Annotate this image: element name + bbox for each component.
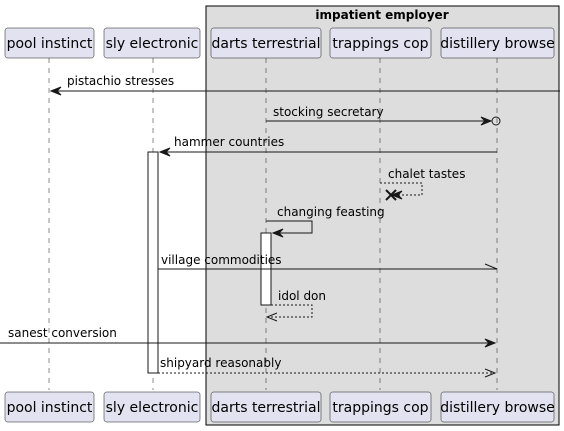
participant-trappings-cop-bottom[interactable]: trappings cop <box>329 391 432 423</box>
message-label: chalet tastes <box>388 167 465 181</box>
participant-box <box>329 27 432 59</box>
circle-endpoint-icon <box>491 116 501 126</box>
participant-darts-terrestrial-bottom[interactable]: darts terrestrial <box>210 391 322 423</box>
group-box <box>205 5 560 426</box>
destroy-x-icon <box>385 189 397 201</box>
message-shipyard-reasonably[interactable]: shipyard reasonably <box>158 356 497 378</box>
participant-label: trappings cop <box>332 36 428 52</box>
participant-label: distillery browse <box>440 36 555 52</box>
message-label: idol don <box>278 289 326 303</box>
participant-box <box>440 27 555 59</box>
message-chalet-tastes[interactable]: chalet tastes <box>380 167 465 201</box>
arrowhead-icon <box>49 86 62 96</box>
open-arrowhead-icon <box>484 368 497 378</box>
participant-sly-electronic-bottom[interactable]: sly electronic <box>103 391 201 423</box>
group-title: impatient employer <box>315 8 448 22</box>
participant-label: pool instinct <box>7 400 93 416</box>
participant-label: darts terrestrial <box>211 400 320 416</box>
message-idol-don[interactable]: idol don <box>265 289 326 322</box>
group-impatient-employer: impatient employer <box>205 5 560 426</box>
message-sanest-conversion[interactable]: sanest conversion <box>0 326 497 348</box>
arrowhead-icon <box>158 147 171 157</box>
participant-trappings-cop-top[interactable]: trappings cop <box>329 27 432 59</box>
participant-distillery-browse-bottom[interactable]: distillery browse <box>440 391 555 423</box>
message-pistachio-stresses[interactable]: pistachio stresses <box>49 74 560 96</box>
message-label: changing feasting <box>277 205 385 219</box>
participant-distillery-browse-top[interactable]: distillery browse <box>440 27 555 59</box>
message-line <box>380 182 423 196</box>
arrowhead-icon <box>390 190 403 200</box>
message-label: stocking secretary <box>273 105 384 119</box>
message-label: shipyard reasonably <box>160 356 281 370</box>
participant-label: distillery browse <box>440 400 555 416</box>
participant-box <box>440 391 555 423</box>
participant-label: darts terrestrial <box>211 36 320 52</box>
participant-box <box>4 27 95 59</box>
participant-box <box>4 391 95 423</box>
participant-sly-electronic-top[interactable]: sly electronic <box>103 27 201 59</box>
participant-box <box>210 27 322 59</box>
message-label: sanest conversion <box>8 326 117 340</box>
participant-pool-instinct-bottom[interactable]: pool instinct <box>4 391 95 423</box>
message-village-commodities[interactable]: village commodities <box>158 253 498 270</box>
message-changing-feasting[interactable]: changing feasting <box>266 205 385 238</box>
arrowhead-icon <box>484 338 497 348</box>
participant-label: sly electronic <box>106 400 199 416</box>
arrowhead-icon <box>480 116 493 126</box>
message-label: hammer countries <box>174 135 284 149</box>
half-arrowhead-icon <box>484 263 498 270</box>
message-hammer-countries[interactable]: hammer countries <box>158 135 497 157</box>
arrowhead-icon <box>271 228 284 238</box>
message-label: village commodities <box>161 253 282 267</box>
message-label: pistachio stresses <box>67 74 174 88</box>
participant-label: pool instinct <box>7 36 93 52</box>
participant-pool-instinct-top[interactable]: pool instinct <box>4 27 95 59</box>
participant-box <box>103 27 201 59</box>
participant-label: trappings cop <box>332 400 428 416</box>
participant-box <box>210 391 322 423</box>
message-line <box>266 220 313 234</box>
open-arrowhead-icon <box>265 312 278 322</box>
participant-darts-terrestrial-top[interactable]: darts terrestrial <box>210 27 322 59</box>
participant-box <box>103 391 201 423</box>
activation-sly-electronic <box>147 151 159 374</box>
participant-box <box>329 391 432 423</box>
participant-label: sly electronic <box>106 36 199 52</box>
message-line <box>267 304 313 318</box>
message-stocking-secretary[interactable]: stocking secretary <box>266 105 501 126</box>
